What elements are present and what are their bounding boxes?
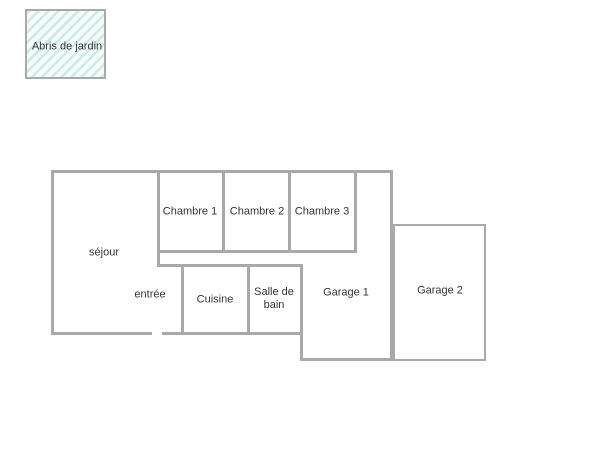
garden-shed-box: Abris de jardin — [25, 9, 106, 79]
wall-chambre1-left — [157, 170, 160, 267]
wall-chambres-bottom — [157, 250, 357, 253]
wall-chambre3-right — [354, 170, 357, 253]
wall-entree-cuisine — [181, 264, 184, 335]
room-label-garage2: Garage 2 — [417, 284, 463, 297]
wall-corridor-bottom — [157, 264, 303, 267]
room-label-sejour: séjour — [89, 246, 119, 259]
room-label-entree: entrée — [134, 288, 166, 301]
garage2-box — [393, 224, 486, 361]
room-label-abris-de-jardin: Abris de jardin — [31, 40, 103, 53]
wall-house-bottom-right — [162, 332, 303, 335]
wall-house-left — [51, 170, 54, 335]
wall-chambre1-chambre2 — [222, 170, 225, 253]
wall-house-bottom-left — [51, 332, 152, 335]
wall-garage1-left — [300, 264, 303, 361]
room-label-chambre1: Chambre 1 — [162, 205, 218, 218]
room-label-chambre3: Chambre 3 — [294, 205, 350, 218]
room-label-cuisine: Cuisine — [196, 293, 234, 306]
wall-house-right — [390, 170, 393, 361]
room-label-salle-de-bain: Salle de bain — [254, 286, 294, 311]
wall-cuisine-salledebain — [247, 264, 250, 335]
room-label-garage1: Garage 1 — [323, 286, 369, 299]
wall-garage1-bottom — [300, 358, 393, 361]
room-label-chambre2: Chambre 2 — [229, 205, 285, 218]
wall-chambre2-chambre3 — [288, 170, 291, 253]
